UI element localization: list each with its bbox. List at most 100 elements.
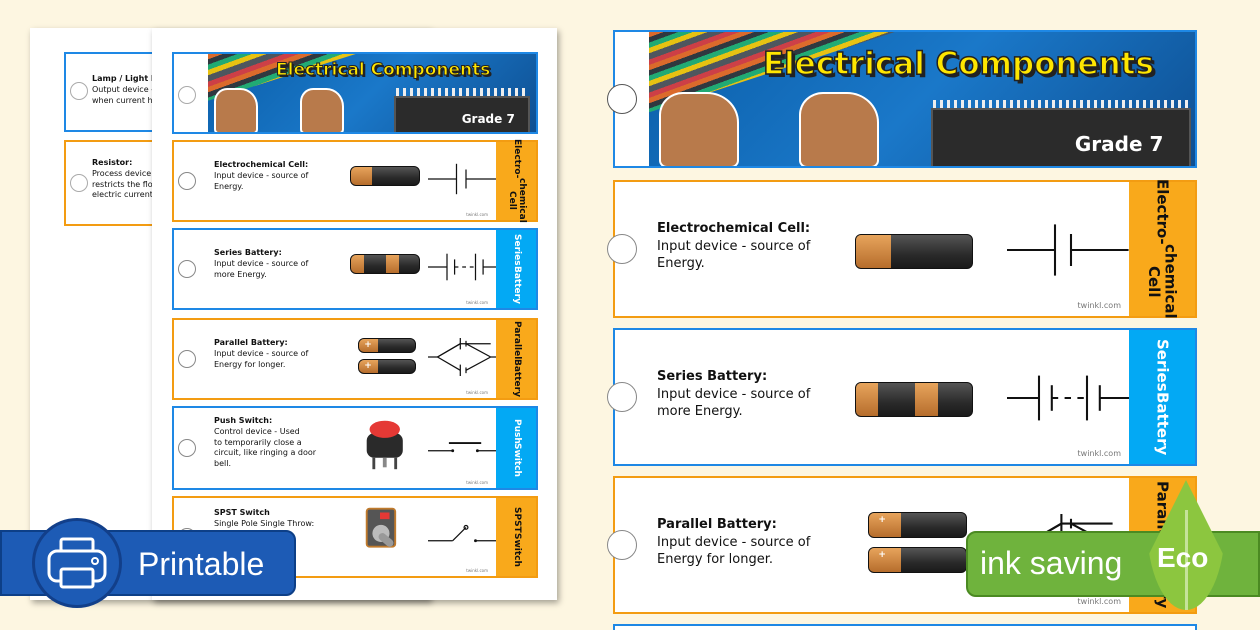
side-tab-line: Series — [1153, 339, 1172, 392]
watermark: twinkl.com — [466, 568, 488, 573]
single-cell-battery-icon — [350, 156, 426, 194]
card-partial-next — [613, 624, 1197, 630]
circuit-symbol — [428, 516, 503, 554]
side-tab-line: chemical Cell — [507, 178, 527, 224]
toggle-switch-icon — [350, 507, 426, 550]
strip-line: Process device th — [92, 168, 162, 178]
hand-left-illustration — [659, 92, 739, 166]
printable-badge: Printable — [0, 518, 296, 608]
battery-icon — [855, 382, 974, 418]
push-switch-icon — [367, 421, 404, 470]
card-side-tab: Series Battery — [496, 230, 536, 308]
circuit-symbol — [428, 160, 502, 198]
punch-hole — [607, 382, 637, 412]
punch-hole — [178, 172, 196, 190]
punch-hole — [607, 84, 637, 114]
card-title: Series Battery: — [214, 248, 282, 257]
strip-line: electric current. — [92, 190, 156, 200]
header-title-large: Electrical Components — [762, 45, 1154, 83]
watermark: twinkl.com — [466, 300, 488, 305]
parallel-battery-icon: + + — [855, 512, 983, 576]
card-description: Series Battery: Input device - source of… — [214, 248, 308, 280]
card-side-tab: Electro- chemical Cell — [496, 139, 536, 224]
eco-label: Eco — [1157, 542, 1209, 573]
battery-icon: + — [867, 547, 967, 573]
battery-icon: + — [357, 358, 417, 375]
series-battery-icon — [350, 244, 426, 282]
card-desc-line: more Energy. — [214, 269, 267, 279]
punch-hole — [178, 350, 196, 368]
side-tab-line: Series — [511, 234, 522, 266]
card-electro-chemical-cell: Electrochemical Cell: Input device - sou… — [172, 139, 538, 224]
header-strip-large: Electrical Components Grade 7 — [607, 30, 1197, 168]
grade-label-small: Grade 7 — [461, 111, 515, 126]
printer-icon-circle — [32, 518, 122, 608]
battery-icon — [855, 234, 974, 270]
card-desc-line: Energy for longer. — [214, 359, 286, 369]
card-desc-line: Input device - source of — [214, 258, 309, 268]
card-title: Parallel Battery: — [657, 517, 777, 532]
push-switch-icon — [350, 421, 426, 470]
printable-label: Printable — [138, 546, 265, 582]
side-tab-line: Electro- — [1153, 178, 1172, 245]
card-desc-line: Input device - source of — [657, 386, 811, 402]
punch-hole — [178, 260, 196, 278]
punch-hole — [607, 530, 637, 560]
side-tab-line: Switch — [511, 532, 522, 567]
card-side-tab: SPST Switch — [496, 498, 536, 576]
card-desc-line: more Energy. — [657, 404, 743, 420]
card-title: SPST Switch — [214, 508, 270, 517]
strip-line: when current h — [92, 95, 153, 105]
circuit-symbol — [1007, 366, 1132, 430]
card-description: Parallel Battery: Input device - source … — [214, 338, 308, 370]
circuit-symbol — [428, 426, 503, 464]
watermark: twinkl.com — [1077, 449, 1121, 458]
battery-icon: + — [867, 512, 967, 538]
card-series-battery: Series Battery: Input device - source of… — [172, 228, 538, 310]
ink-saving-label: ink saving — [980, 545, 1123, 581]
header-banner-large: Electrical Components Grade 7 — [649, 32, 1195, 166]
card-desc-line: Control device - Used — [214, 426, 300, 436]
parallel-battery-symbol — [428, 338, 503, 376]
card-desc-line: Energy. — [214, 181, 244, 191]
cell-symbol — [1007, 224, 1129, 276]
card-side-tab: Series Battery — [1129, 330, 1195, 464]
punch-hole — [178, 439, 196, 457]
card-parallel-battery: Parallel Battery: Input device - source … — [172, 318, 538, 400]
watermark: twinkl.com — [1077, 301, 1121, 310]
parallel-battery-icon: + + — [350, 338, 426, 376]
side-tab-line: Parallel — [511, 320, 522, 360]
front-sheet-preview: Electrical Components Grade 7 Electroche… — [152, 28, 557, 600]
circuit-symbol — [428, 248, 503, 286]
chip-pins — [396, 88, 528, 96]
punch-hole — [607, 234, 637, 264]
punch-hole — [178, 86, 196, 104]
card-description: Series Battery: Input device - source of… — [657, 368, 810, 421]
punch-hole — [70, 82, 88, 100]
side-tab-line: Battery — [511, 265, 522, 304]
series-battery-symbol — [428, 253, 503, 281]
card-title: Electrochemical Cell: — [657, 221, 811, 236]
series-battery-icon — [855, 366, 983, 430]
card-description: Electrochemical Cell: Input device - sou… — [214, 160, 308, 192]
battery-icon — [350, 165, 421, 187]
card-desc-line: Input device - source of — [214, 348, 309, 358]
circuit-symbol — [1007, 218, 1132, 282]
card-electro-chemical-cell: Electrochemical Cell: Input device - sou… — [607, 178, 1197, 320]
watermark: twinkl.com — [466, 480, 488, 485]
battery-icon: + — [357, 338, 417, 354]
side-tab-line: Switch — [511, 443, 522, 478]
spst-switch-symbol — [428, 524, 503, 543]
card-desc-line: Input device - source of — [657, 534, 811, 550]
hand-right-illustration — [300, 88, 344, 132]
card-desc-line: Energy. — [657, 256, 705, 272]
toggle-switch-icon — [366, 507, 397, 548]
cell-symbol — [428, 163, 501, 195]
watermark: twinkl.com — [466, 390, 488, 395]
card-desc-line: Input device - source of — [657, 238, 811, 254]
strip-resistor-text: Resistor: Process device th restricts th… — [92, 158, 202, 201]
side-tab-line: chemical Cell — [1145, 244, 1180, 320]
card-side-tab: Electro- chemical Cell — [1129, 178, 1195, 320]
